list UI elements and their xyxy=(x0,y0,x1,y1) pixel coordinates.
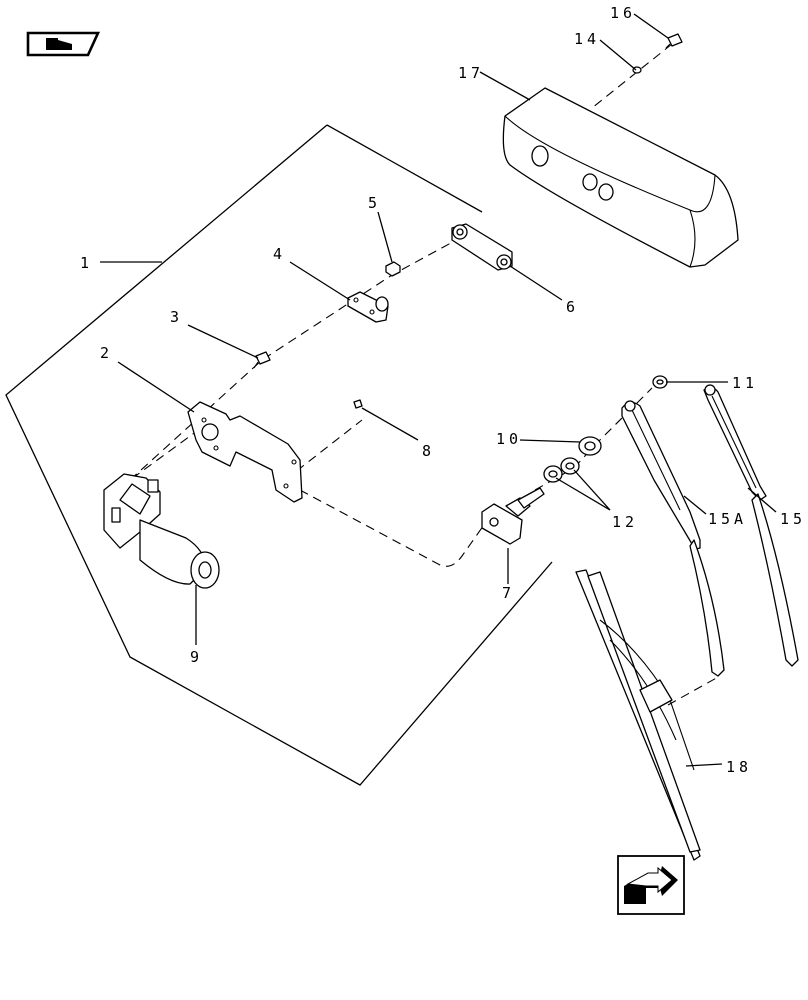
wiper-blade-18[interactable] xyxy=(575,569,701,861)
callout-10: 10 xyxy=(496,430,522,448)
callout-8: 8 xyxy=(422,442,435,460)
callout-3: 3 xyxy=(170,308,183,326)
wiper-motor-9[interactable] xyxy=(103,473,220,589)
callout-6: 6 xyxy=(566,298,579,316)
callout-7: 7 xyxy=(502,584,515,602)
pivot-shaft-7[interactable] xyxy=(481,487,545,545)
mounting-bracket-2[interactable] xyxy=(187,401,303,503)
callout-11: 11 xyxy=(732,374,758,392)
wiper-cover[interactable] xyxy=(502,87,739,268)
callout-1: 1 xyxy=(80,254,93,272)
wiper-arm-15[interactable] xyxy=(703,384,799,667)
link-arm-6[interactable] xyxy=(451,223,513,271)
book-navigation-icon[interactable] xyxy=(26,31,101,57)
callout-15a: 15A xyxy=(708,510,747,528)
assembly-line-motor-linkage xyxy=(129,237,461,481)
wiper-arm-15a[interactable] xyxy=(621,400,725,677)
callout-leaders xyxy=(100,13,777,767)
callout-15: 15 xyxy=(780,510,806,528)
callout-16: 16 xyxy=(610,4,636,22)
next-page-arrow-icon[interactable] xyxy=(617,855,685,915)
callout-5: 5 xyxy=(368,194,381,212)
callout-9: 9 xyxy=(190,648,203,666)
callout-4: 4 xyxy=(273,245,286,263)
nut-11[interactable] xyxy=(652,375,668,389)
assembly-line-blade xyxy=(667,675,721,706)
bolt-16[interactable] xyxy=(665,33,683,49)
washer-10[interactable] xyxy=(578,436,602,456)
callout-17: 17 xyxy=(458,64,484,82)
washers-12[interactable] xyxy=(543,457,580,483)
callout-2: 2 xyxy=(100,344,113,362)
nut-5[interactable] xyxy=(385,261,401,277)
callout-12: 12 xyxy=(612,513,638,531)
assembly-line-cover xyxy=(591,43,673,109)
screw-8[interactable] xyxy=(353,399,363,409)
assembly-group-outline xyxy=(5,124,553,786)
assembly-line-pivot xyxy=(284,419,487,567)
bolt-3[interactable] xyxy=(253,351,271,369)
crank-4[interactable] xyxy=(347,291,389,323)
callout-18: 18 xyxy=(726,758,752,776)
callout-14: 14 xyxy=(574,30,600,48)
